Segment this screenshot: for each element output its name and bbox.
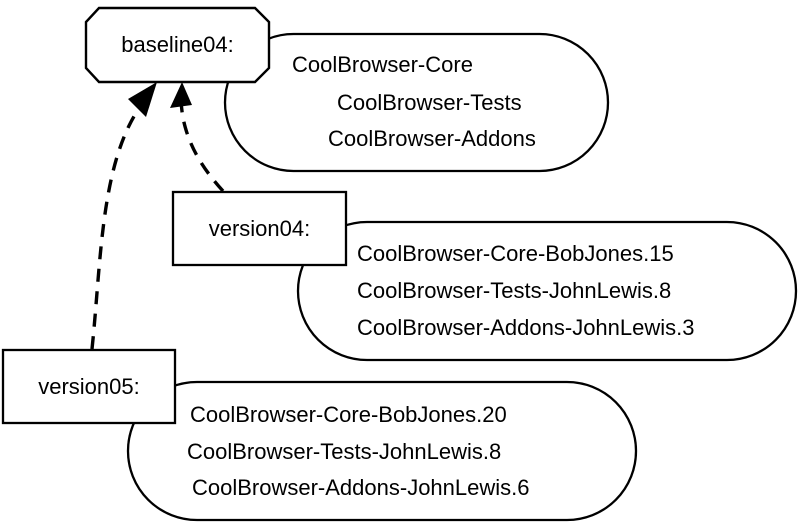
version04-component-item: CoolBrowser-Tests-JohnLewis.8 [357, 278, 672, 303]
arrowhead-version04-icon [170, 82, 192, 108]
baseline-node-label: baseline04: [121, 32, 234, 57]
baseline-component-item: CoolBrowser-Tests [337, 90, 522, 115]
version05-component-item: CoolBrowser-Core-BobJones.20 [190, 402, 507, 427]
version05-node-shape [1, 348, 177, 425]
version04-component-item: CoolBrowser-Addons-JohnLewis.3 [357, 315, 695, 340]
version05-node-label: version05: [38, 373, 140, 399]
version05-component-item: CoolBrowser-Addons-JohnLewis.6 [192, 475, 530, 500]
baseline-components-bubble [223, 32, 610, 173]
baseline-node-shape [84, 6, 271, 84]
version04-component-item: CoolBrowser-Core-BobJones.15 [357, 241, 674, 266]
baseline-component-item: CoolBrowser-Addons [328, 126, 536, 151]
version04-node-shape [171, 190, 348, 267]
version04-components-bubble [296, 220, 798, 362]
arrowhead-version05-icon [128, 82, 157, 117]
version05-components-bubble [126, 380, 638, 522]
version05-to-baseline-arrow [90, 91, 153, 350]
version04-to-baseline-arrow [179, 95, 225, 193]
baseline-component-item: CoolBrowser-Core [292, 52, 473, 77]
version04-node-label: version04: [208, 215, 311, 241]
version05-component-item: CoolBrowser-Tests-JohnLewis.8 [187, 439, 502, 464]
